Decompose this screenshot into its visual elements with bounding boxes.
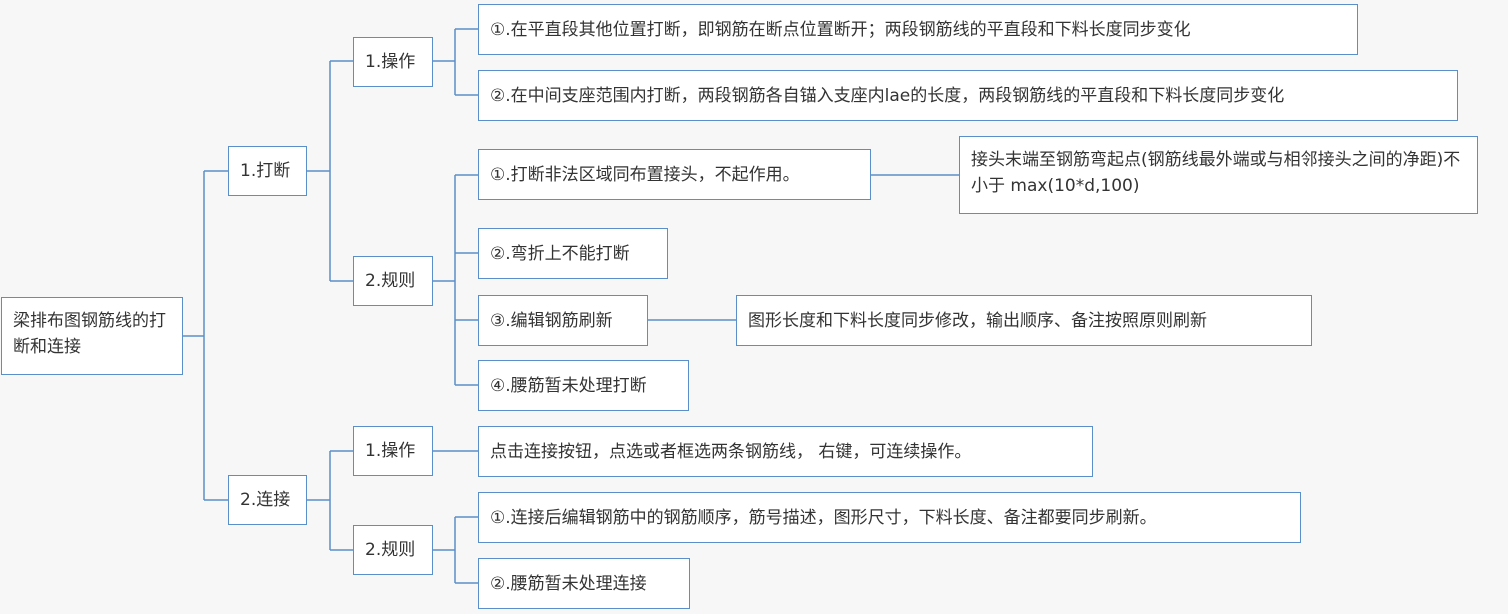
connect-rules-node[interactable]: 2.规则 (353, 525, 433, 575)
root-node[interactable]: 梁排布图钢筋线的打断和连接 (1, 297, 183, 375)
connector-root (182, 170, 228, 501)
connect-rule-item-2[interactable]: ②.腰筋暂未处理连接 (478, 558, 690, 609)
break-rule-1-note-text: 接头末端至钢筋弯起点(钢筋线最外端或与相邻接头之间的净距)不小于 max(10*… (971, 150, 1461, 196)
connect-operation-item-text: 点击连接按钮，点选或者框选两条钢筋线， 右键，可连续操作。 (490, 441, 972, 462)
break-rule-item-4-text: ④.腰筋暂未处理打断 (490, 375, 647, 396)
break-rule-item-1[interactable]: ①.打断非法区域同布置接头，不起作用。 (478, 149, 871, 200)
break-operation-item-2[interactable]: ②.在中间支座范围内打断，两段钢筋各自锚入支座内lae的长度，两段钢筋线的平直段… (478, 70, 1458, 121)
break-operation-label: 1.操作 (365, 52, 416, 72)
break-rule-3-note-text: 图形长度和下料长度同步修改，输出顺序、备注按照原则刷新 (748, 310, 1207, 331)
break-operation-item-2-text: ②.在中间支座范围内打断，两段钢筋各自锚入支座内lae的长度，两段钢筋线的平直段… (490, 85, 1285, 106)
break-rule-item-3-text: ③.编辑钢筋刷新 (490, 310, 613, 331)
break-operation-item-1-text: ①.在平直段其他位置打断，即钢筋在断点位置断开；两段钢筋线的平直段和下料长度同步… (490, 19, 1191, 40)
connect-operation-label: 1.操作 (365, 441, 416, 461)
connector-connect-rules (432, 516, 478, 584)
break-rule-item-2-text: ②.弯折上不能打断 (490, 243, 630, 264)
connect-rules-label: 2.规则 (365, 540, 416, 560)
break-node[interactable]: 1.打断 (228, 146, 307, 196)
connect-rule-item-1[interactable]: ①.连接后编辑钢筋中的钢筋顺序，筋号描述，图形尺寸，下料长度、备注都要同步刷新。 (478, 492, 1301, 543)
break-rule-item-4[interactable]: ④.腰筋暂未处理打断 (478, 360, 689, 411)
connect-operation-node[interactable]: 1.操作 (353, 426, 433, 476)
break-rule-3-note[interactable]: 图形长度和下料长度同步修改，输出顺序、备注按照原则刷新 (736, 295, 1312, 346)
break-rule-item-2[interactable]: ②.弯折上不能打断 (478, 228, 668, 279)
connect-node[interactable]: 2.连接 (228, 475, 307, 525)
break-operation-node[interactable]: 1.操作 (353, 37, 433, 87)
connector-connect (306, 450, 353, 551)
break-operation-item-1[interactable]: ①.在平直段其他位置打断，即钢筋在断点位置断开；两段钢筋线的平直段和下料长度同步… (478, 4, 1358, 55)
connect-label: 2.连接 (240, 490, 291, 510)
break-rule-item-1-text: ①.打断非法区域同布置接头，不起作用。 (490, 164, 800, 185)
connector-break-operation (432, 28, 478, 96)
connect-operation-item[interactable]: 点击连接按钮，点选或者框选两条钢筋线， 右键，可连续操作。 (478, 426, 1093, 477)
break-rules-node[interactable]: 2.规则 (353, 256, 433, 306)
connector-break-rules (432, 174, 478, 386)
root-label: 梁排布图钢筋线的打断和连接 (13, 311, 166, 357)
break-rule-1-note[interactable]: 接头末端至钢筋弯起点(钢筋线最外端或与相邻接头之间的净距)不小于 max(10*… (959, 136, 1478, 214)
break-rules-label: 2.规则 (365, 271, 416, 291)
connect-rule-item-2-text: ②.腰筋暂未处理连接 (490, 573, 647, 594)
break-rule-item-3[interactable]: ③.编辑钢筋刷新 (478, 295, 648, 346)
connector-break (306, 60, 353, 282)
connect-rule-item-1-text: ①.连接后编辑钢筋中的钢筋顺序，筋号描述，图形尺寸，下料长度、备注都要同步刷新。 (490, 507, 1157, 528)
break-label: 1.打断 (240, 161, 291, 181)
